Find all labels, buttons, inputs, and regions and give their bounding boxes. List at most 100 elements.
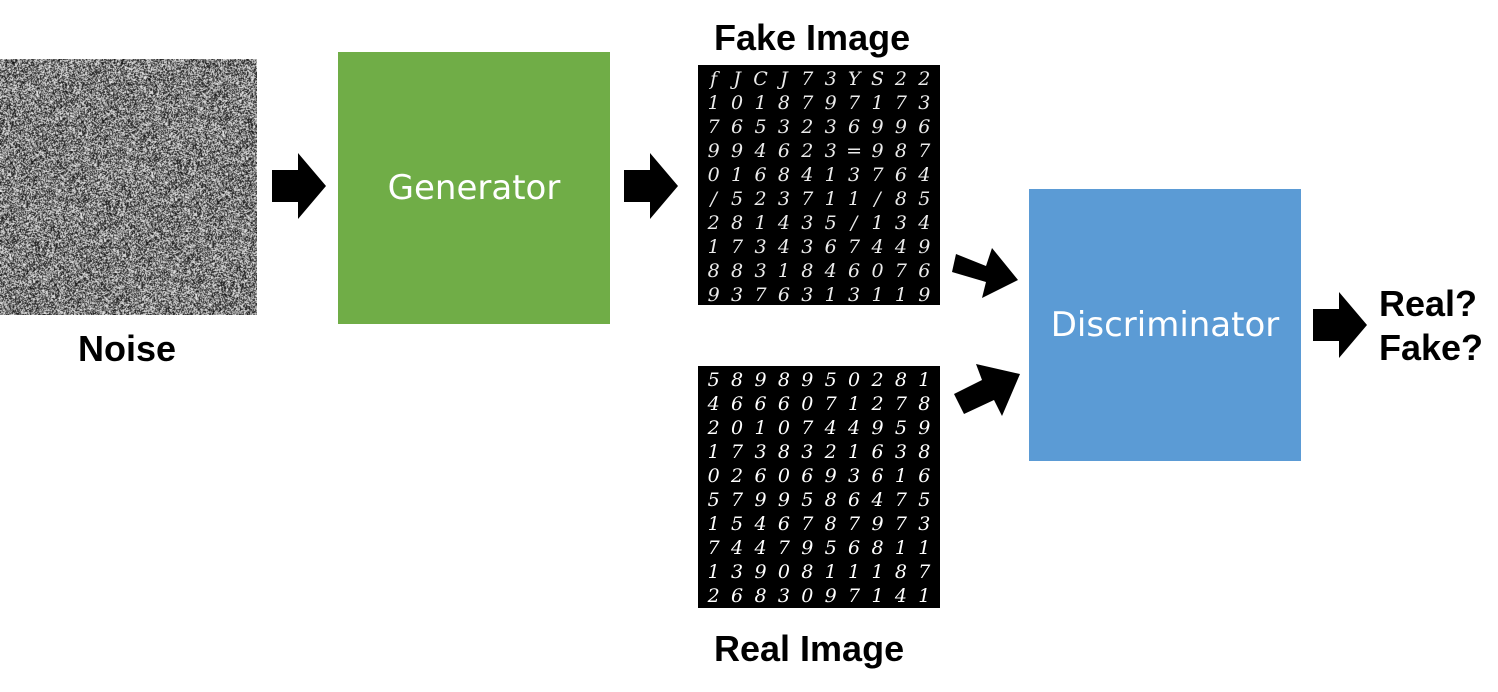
fake-image-digit: 3 [754,236,767,258]
generator-box: Generator [338,52,610,324]
arrow-up-right-icon [954,364,1020,416]
fake-image-digit: 5 [918,188,931,210]
real-image-digit: 9 [777,489,790,511]
fake-image-digit: 9 [731,140,744,162]
real-image-digit: 5 [801,489,814,511]
real-image-digit: 0 [848,369,861,391]
real-image-digit: 2 [824,441,837,463]
real-image-digit: 8 [777,369,790,391]
fake-image-digit: 5 [731,188,744,210]
fake-image-digit: 3 [777,116,790,138]
fake-image-digit: 9 [707,284,720,306]
fake-image-digit: 8 [777,164,790,186]
noise-label: Noise [78,328,177,369]
real-image-digit: 6 [848,489,861,511]
real-image-digit: 1 [707,561,720,583]
noise-image [0,59,257,315]
real-image-digit: 6 [754,393,767,415]
output-fake-label: Fake? [1379,327,1484,368]
fake-image-digit: Y [847,68,861,90]
real-image-digit: 8 [754,585,767,607]
fake-image-digit: 3 [824,140,837,162]
fake-image-digit: 4 [894,236,907,258]
fake-image-digit: 9 [894,116,907,138]
fake-image-digit: 3 [801,236,814,258]
fake-image-digit: 1 [824,188,837,210]
real-image-digit: 1 [707,441,720,463]
arrow-right-icon [1313,292,1367,358]
real-image-digit: 4 [731,537,744,559]
real-image-digit: 9 [754,369,767,391]
real-image-digit: 4 [871,489,884,511]
fake-image-digit: 3 [777,188,790,210]
fake-image-digit: 2 [754,188,767,210]
fake-image-digit: 1 [848,188,861,210]
fake-image-digit: 3 [824,116,837,138]
arrow-down-right-icon [952,248,1018,298]
fake-image-digit: 3 [894,212,907,234]
real-image-digit: 5 [824,369,837,391]
fake-image-digit: 6 [918,260,931,282]
discriminator-label: Discriminator [1050,305,1280,345]
real-image-digit: 1 [871,561,884,583]
fake-image-digit: 3 [848,164,861,186]
real-image-digit: 7 [801,417,814,439]
real-image-digit: 2 [871,369,884,391]
real-image-digit: 6 [871,465,884,487]
real-image-digit: 0 [801,585,814,607]
fake-image-digit: 1 [777,260,790,282]
fake-image-digit: 2 [801,140,814,162]
real-image-digit: 2 [871,393,884,415]
fake-image-digit: 0 [707,164,720,186]
real-image-digit: 8 [918,441,931,463]
real-image-digit: 6 [801,465,814,487]
real-image-digit: 9 [801,537,814,559]
real-image-digit: 9 [918,417,931,439]
real-image-digit: 5 [824,537,837,559]
fake-image-digit: 2 [894,68,907,90]
real-image-digit: 1 [894,465,907,487]
real-image-digit: 9 [871,513,884,535]
real-image-digit: 7 [731,489,744,511]
real-image-digit: 5 [918,489,931,511]
real-image-digit: 8 [894,369,907,391]
real-image-digit: 0 [707,465,720,487]
real-image-digit: 1 [871,585,884,607]
fake-image-digit: 6 [731,116,744,138]
fake-image-digit: 9 [918,236,931,258]
fake-image-digit: 6 [777,140,790,162]
real-image-digit: 5 [894,417,907,439]
real-image-digit: 9 [824,585,837,607]
fake-image-digit: 2 [918,68,931,90]
fake-image-digit: 1 [871,284,884,306]
fake-image-digit: 0 [871,260,884,282]
real-image-digit: 7 [894,489,907,511]
fake-image-digit: C [753,68,768,90]
fake-image-digit: 9 [707,140,720,162]
real-image-digit: 6 [731,585,744,607]
fake-image-digit: 7 [871,164,884,186]
fake-image-digit: 4 [777,236,790,258]
fake-image-label: Fake Image [714,17,911,58]
fake-image-digit: 6 [848,260,861,282]
fake-image-digit: 8 [707,260,720,282]
fake-image-digit: 7 [918,140,931,162]
fake-image-digit: 6 [848,116,861,138]
fake-image-digit: 8 [731,212,744,234]
fake-image-digit: = [846,140,863,162]
fake-image-digit: 7 [848,236,861,258]
fake-image-digit: J [780,68,788,90]
real-image-digit: 1 [754,417,767,439]
fake-image-digit: 1 [824,164,837,186]
fake-image-digit: 6 [918,116,931,138]
real-image-digit: 8 [871,537,884,559]
fake-image-digit: / [850,212,858,234]
real-image-digit: 8 [801,561,814,583]
real-image-digit: 4 [894,585,907,607]
fake-image-digit: / [874,188,881,210]
real-image-digit: 6 [731,393,744,415]
fake-image-digit: 4 [824,260,837,282]
fake-image-digit: 3 [754,260,767,282]
arrow-right-icon [624,153,678,219]
